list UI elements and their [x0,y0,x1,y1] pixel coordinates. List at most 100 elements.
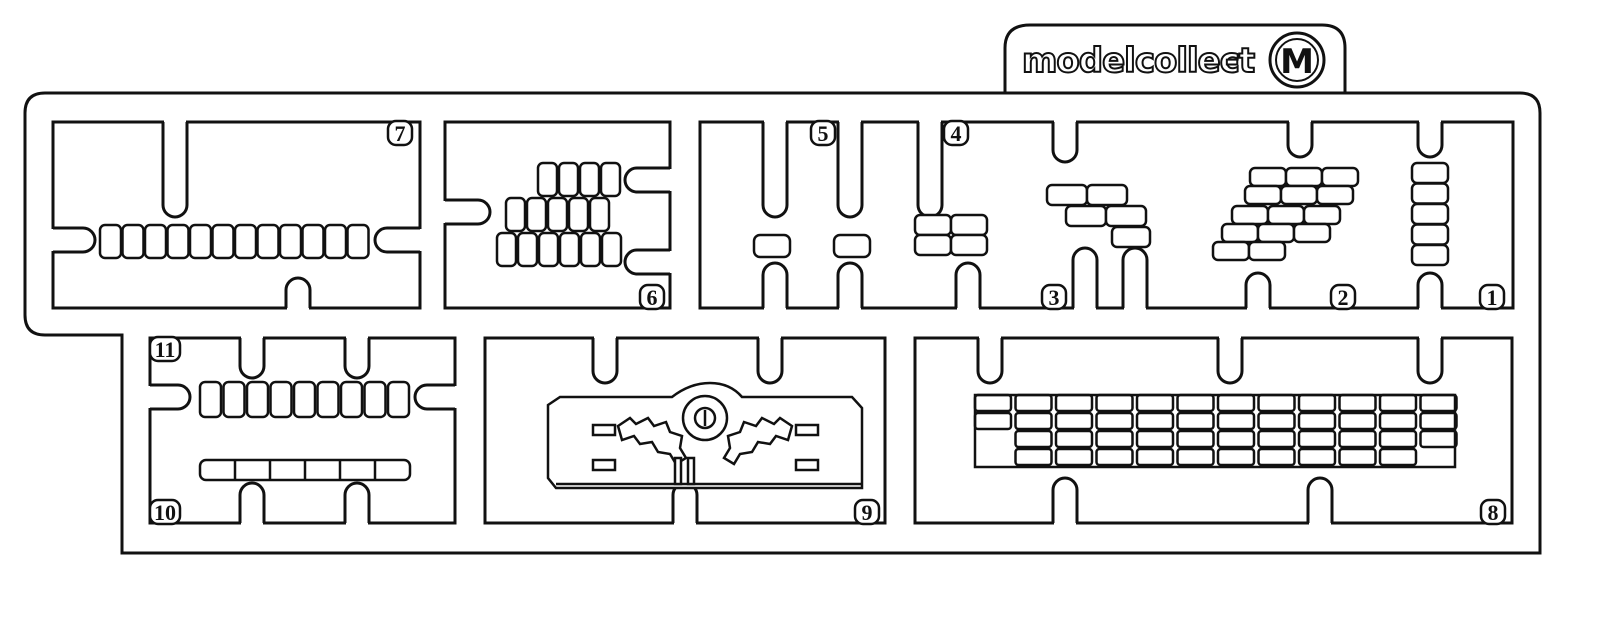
gearbox-slot [591,423,617,437]
part-11-link [222,380,246,419]
part-2-link [1248,166,1288,188]
part-5-number: 5 [818,121,829,146]
part-3-link [1045,183,1089,207]
part-2-link [1211,240,1251,262]
attachment-notch [413,383,455,411]
logo: modelcollect - M [1021,31,1326,89]
logo-mark: M [1280,42,1314,82]
part-8-link [1419,411,1458,431]
part-2-number: 2 [1338,285,1349,310]
attachment-notch [1244,271,1272,308]
part-8-link [1014,429,1053,449]
part-2-link [1256,222,1296,244]
part-9-label-tab: 9 [853,498,881,526]
part-11-link [339,380,364,419]
part-3-number: 3 [1049,285,1060,310]
part-8-link [1095,411,1134,431]
part-7-number: 7 [395,121,406,146]
part-8-link [1014,447,1053,467]
part-7-link [346,223,370,260]
part-9-gearbox [546,381,864,490]
part-6-link [567,196,590,233]
part-8-link [1135,447,1175,467]
attachment-notch [623,248,670,276]
attachment-notch [1416,271,1444,308]
part-5-label-tab: 5 [809,119,837,147]
part-6-link [536,161,559,198]
part-9-number: 9 [862,500,873,525]
part-6-link [537,231,560,268]
part-3-link [1104,204,1148,228]
part-7-link [98,223,123,260]
attachment-notch [591,338,619,385]
part-8-link [1216,429,1256,449]
part-8-link [1378,429,1418,449]
attachment-notch [1071,246,1099,308]
part-6-link [504,196,527,233]
label-tab-box [148,498,182,526]
part-4-link [832,233,872,259]
part-4b-link [913,233,953,257]
attachment-notch [1286,122,1314,159]
attachment-notch [53,226,97,254]
part-8-link [1297,393,1337,413]
gearbox-slot [794,423,820,437]
part-8-link [1176,411,1215,431]
attachment-notch [976,338,1004,385]
part-1-number: 1 [1487,285,1498,310]
part-8-link [1095,393,1134,413]
part-11-link [269,380,293,419]
attachment-notch [954,261,982,308]
part-4b-link [949,233,989,257]
attachment-notch [238,481,266,523]
part-11-label-tab: 11 [148,335,182,363]
drive-sprocket-right [722,416,794,466]
part-11-link [316,380,340,419]
part-8-link [1297,447,1337,467]
part-2-link [1247,240,1287,262]
part-11-number: 11 [155,337,176,362]
part-1-link [1410,223,1450,246]
panel-border [51,120,422,310]
part-2-label-tab: 2 [1329,283,1357,311]
label-tab-box [1479,498,1507,526]
logo-separator: - [1225,41,1238,81]
part-2-link [1220,222,1260,244]
part-7-link [211,223,235,260]
part-3-link [1085,183,1129,207]
part-8-link [973,411,1013,431]
part-7-link [301,223,325,260]
gearbox-slot [794,458,820,472]
part-6-link [558,231,581,268]
attachment-notch [761,122,789,219]
part-10-label-tab: 10 [148,498,182,526]
part-8-link [1054,447,1094,467]
label-tab-box [1040,283,1068,311]
part-8-link [973,393,1013,413]
attachment-notch [1306,476,1334,523]
part-1-link [1410,161,1450,185]
part-2-link [1315,184,1355,206]
label-tab-box [853,498,881,526]
part-8-link [1378,447,1418,467]
part-8-link [1176,393,1215,413]
part-3-link [1110,225,1152,249]
part-6-link [588,196,611,233]
part-3-label-tab: 3 [1040,283,1068,311]
label-tab-box [809,119,837,147]
attachment-notch [836,261,864,308]
attachment-notch [1051,476,1079,523]
part-4b-link [949,213,989,237]
attachment-notch [373,226,420,254]
part-4b-link [913,213,953,237]
part-7-link [256,223,280,260]
part-8-link [1338,393,1377,413]
part-8-link [1378,411,1418,431]
gearbox-slot [591,458,617,472]
part-1-link [1410,243,1450,267]
part-8-link [1216,447,1256,467]
part-8-link [1378,393,1418,413]
part-8-link [1095,447,1134,467]
part-2-link [1230,204,1270,226]
part-8-link [1338,429,1377,449]
